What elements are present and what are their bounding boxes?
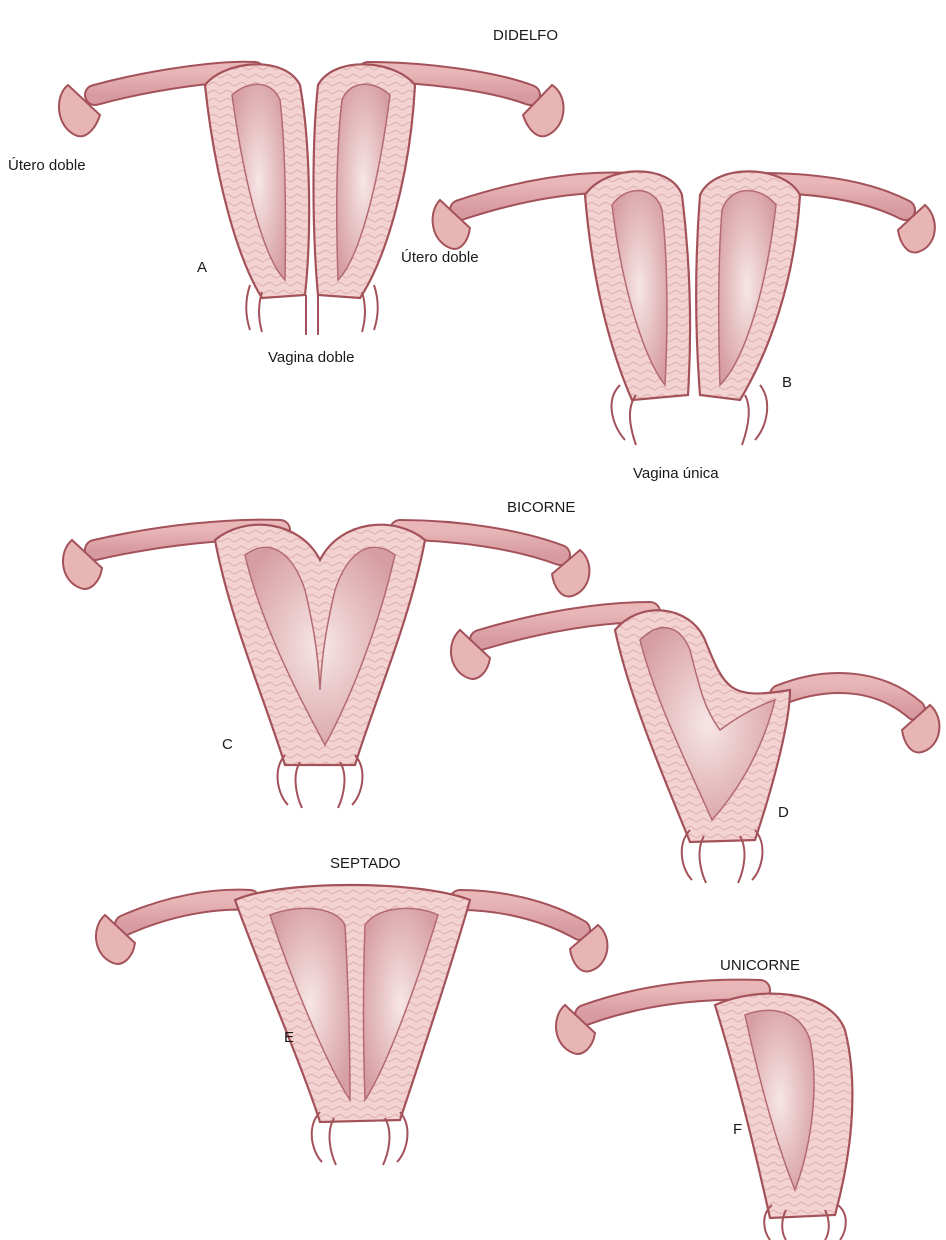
label-vagina-unica: Vagina única (633, 466, 719, 481)
letter-d: D (778, 805, 789, 820)
letter-f: F (733, 1122, 742, 1137)
heading-bicorne: BICORNE (507, 500, 575, 515)
figure-c-bicorne (63, 525, 589, 808)
label-utero-doble-b: Útero doble (401, 250, 479, 265)
figure-d-bicorne-asymmetric (451, 610, 939, 883)
label-vagina-doble: Vagina doble (268, 350, 354, 365)
heading-unicorne: UNICORNE (720, 958, 800, 973)
figure-f-unicorne (556, 990, 852, 1240)
letter-b: B (782, 375, 792, 390)
figure-e-septado (96, 885, 607, 1165)
heading-didelfo: DIDELFO (493, 28, 558, 43)
heading-septado: SEPTADO (330, 856, 401, 871)
letter-a: A (197, 260, 207, 275)
figure-b-didelfo-single-vagina (433, 171, 935, 445)
letter-c: C (222, 737, 233, 752)
label-utero-doble-a: Útero doble (8, 158, 86, 173)
letter-e: E (284, 1030, 294, 1045)
